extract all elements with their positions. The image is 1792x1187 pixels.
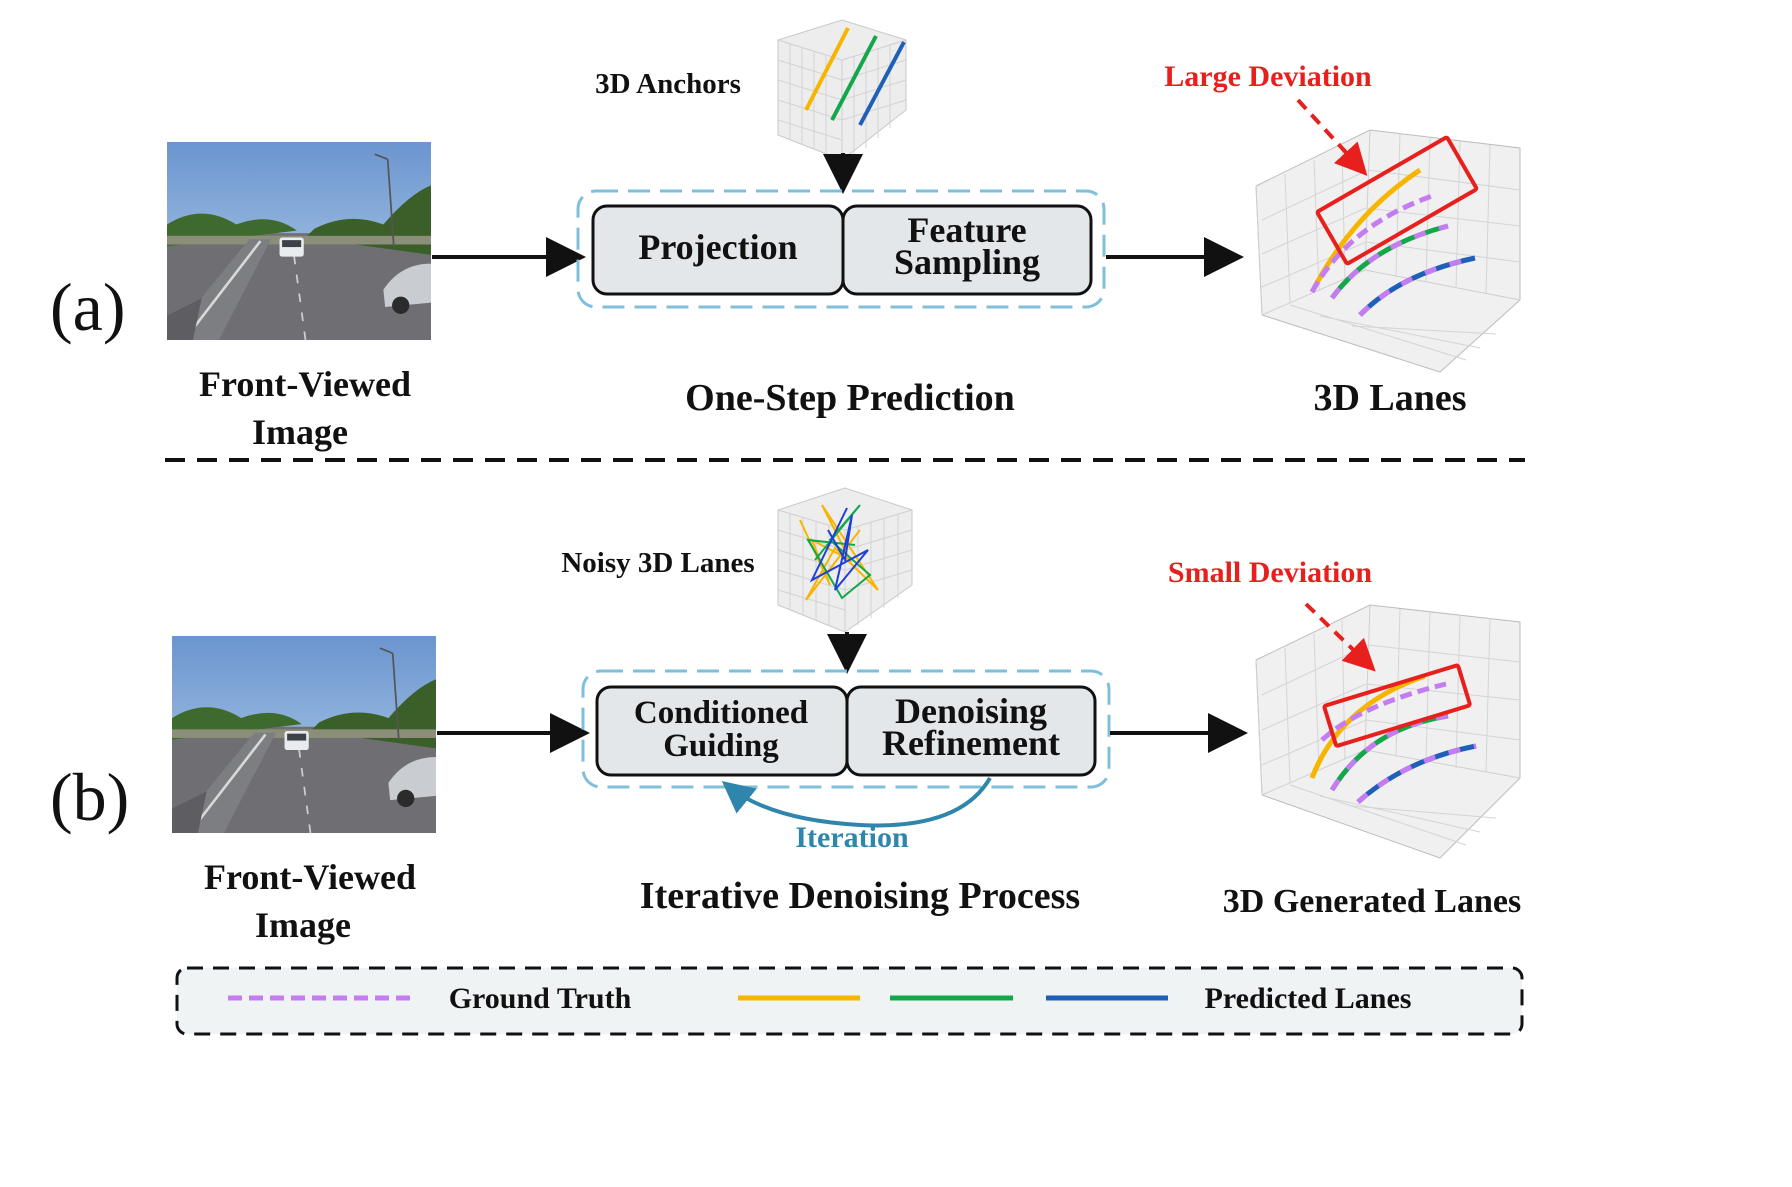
large-deviation-arrow <box>1296 98 1368 176</box>
small-deviation-arrow <box>1304 602 1376 672</box>
small-deviation-box <box>1322 663 1472 748</box>
image-caption-a-line1: Front-Viewed <box>199 364 411 404</box>
front-view-image-b <box>172 636 436 833</box>
large-deviation-box <box>1315 135 1479 266</box>
image-caption-a-line2: Image <box>252 412 348 452</box>
large-deviation-label: Large Deviation <box>1164 60 1372 93</box>
process-frame-b <box>581 669 1111 789</box>
iteration-arrow <box>721 776 992 828</box>
feature-sampling-label-line1: Feature <box>907 210 1026 250</box>
feature-sampling-box <box>841 204 1093 296</box>
lanes-3d-label: 3D Lanes <box>1313 377 1466 419</box>
process-frame-a <box>576 189 1106 309</box>
projection-label: Projection <box>638 227 797 267</box>
panel-a-label: (a) <box>50 269 125 345</box>
front-view-image-a <box>167 142 431 340</box>
image-caption-b-line2: Image <box>255 905 351 945</box>
noisy-lanes-cube-icon <box>777 487 913 633</box>
generated-lanes-label: 3D Generated Lanes <box>1223 883 1521 920</box>
anchors-cube-icon <box>777 19 907 161</box>
iterative-denoising-label: Iterative Denoising Process <box>640 875 1080 917</box>
legend-box <box>175 966 1524 1036</box>
image-caption-b-line1: Front-Viewed <box>204 857 416 897</box>
iteration-label: Iteration <box>795 821 909 854</box>
legend-predicted-label: Predicted Lanes <box>1205 982 1412 1015</box>
feature-sampling-label-line2: Sampling <box>894 242 1040 282</box>
denoising-refinement-label-line1: Denoising <box>895 691 1047 731</box>
lanes-3d-plot-a <box>1255 129 1521 373</box>
panel-b-label: (b) <box>50 759 129 835</box>
small-deviation-label: Small Deviation <box>1168 556 1372 589</box>
denoising-refinement-box <box>845 685 1097 777</box>
conditioned-guiding-label-line2: Guiding <box>663 728 779 764</box>
noisy-lanes-label: Noisy 3D Lanes <box>561 547 754 579</box>
conditioned-guiding-label-line1: Conditioned <box>634 695 808 731</box>
legend-ground-truth-label: Ground Truth <box>449 982 632 1015</box>
denoising-refinement-label-line2: Refinement <box>882 723 1060 763</box>
anchors-label: 3D Anchors <box>595 68 741 100</box>
one-step-prediction-label: One-Step Prediction <box>685 377 1015 419</box>
